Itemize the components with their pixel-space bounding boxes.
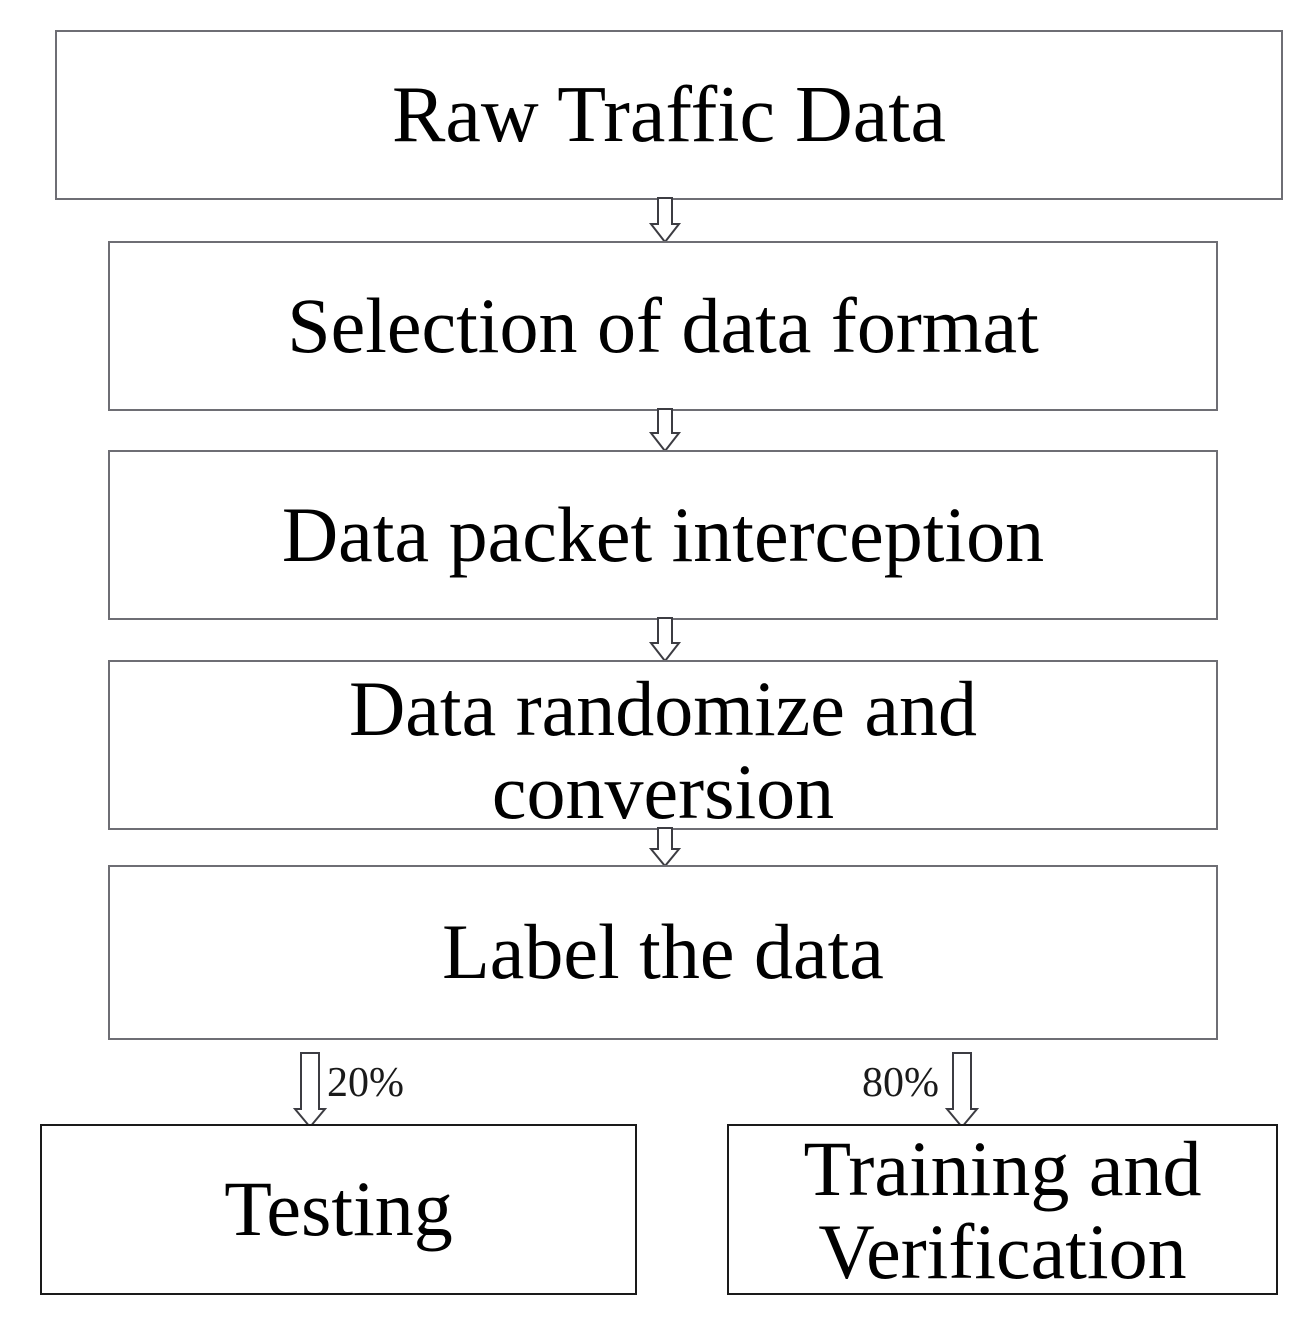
node-training-and-verification-label: Training and Verification [729,1125,1276,1295]
node-raw-traffic-data[interactable]: Raw Traffic Data [55,30,1283,200]
node-data-randomize-and-conversion[interactable]: Data randomize and conversion [108,660,1218,835]
arrow-intercept-to-randomize [648,617,682,663]
arrow-raw-to-selection [648,197,682,244]
node-data-randomize-and-conversion-label: Data randomize and conversion [110,665,1216,835]
node-selection-of-data-format-label: Selection of data format [287,281,1039,369]
arrow-label-to-training [944,1052,980,1129]
edge-label-testing-share: 20% [327,1060,404,1106]
node-data-packet-interception-label: Data packet interception [281,490,1045,578]
node-selection-of-data-format[interactable]: Selection of data format [108,241,1218,411]
arrow-selection-to-intercept [648,408,682,453]
node-label-the-data[interactable]: Label the data [108,865,1218,1040]
node-training-and-verification[interactable]: Training and Verification [727,1124,1278,1295]
edge-label-training-share: 80% [862,1060,939,1106]
training-line-2: Verification [818,1207,1187,1295]
node-raw-traffic-data-label: Raw Traffic Data [392,70,946,159]
training-line-1: Training and [803,1125,1202,1212]
arrow-label-to-testing [292,1052,328,1129]
node-testing[interactable]: Testing [40,1124,637,1295]
node-testing-label: Testing [224,1165,453,1253]
node-label-the-data-label: Label the data [442,908,884,996]
node-data-packet-interception[interactable]: Data packet interception [108,450,1218,620]
randomize-line-2: conversion [491,747,835,835]
arrow-randomize-to-label [648,827,682,868]
randomize-line-1: Data randomize and [348,665,978,752]
